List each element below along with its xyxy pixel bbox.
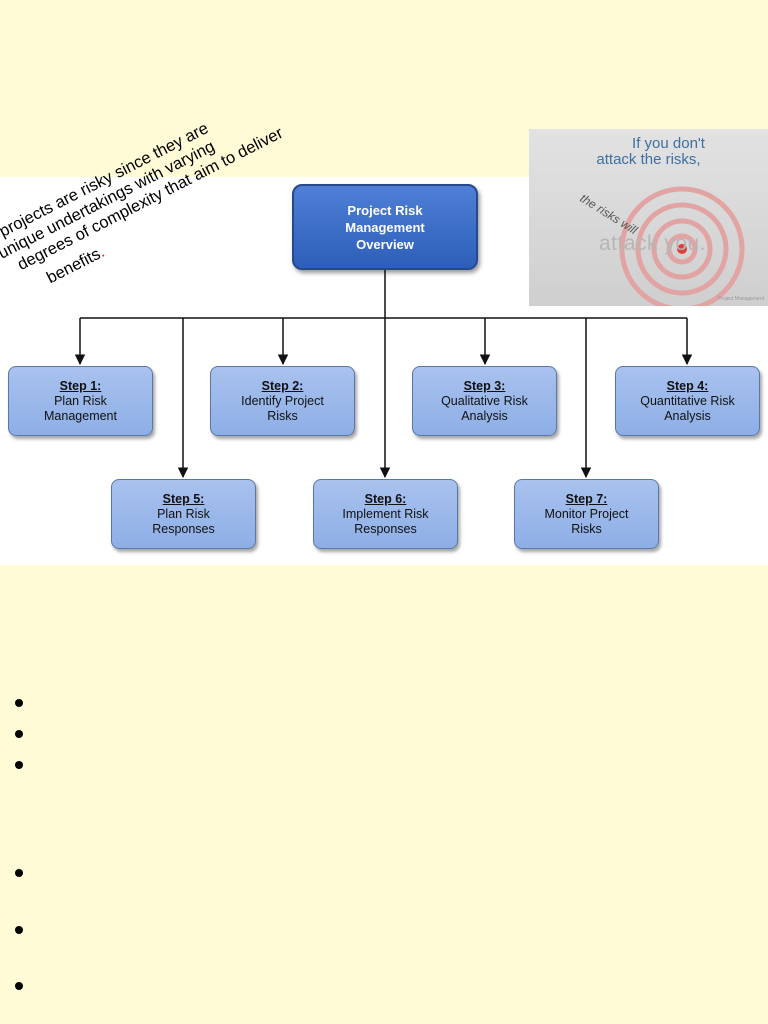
step-1-line-2: Management [44, 408, 117, 423]
list-bullet [15, 926, 23, 934]
step-1-node: Step 1: Plan Risk Management [8, 366, 153, 436]
step-3-title: Step 3: [463, 378, 506, 393]
step-3-node: Step 3: Qualitative Risk Analysis [412, 366, 557, 436]
step-6-line-1: Implement Risk [342, 506, 429, 521]
list-bullet [15, 699, 23, 707]
step-2-line-2: Risks [267, 408, 298, 423]
step-5-line-1: Plan Risk [157, 506, 210, 521]
step-7-line-1: Monitor Project [544, 506, 629, 521]
step-6-title: Step 6: [364, 491, 407, 506]
step-3-line-2: Analysis [461, 408, 508, 423]
step-2-line-1: Identify Project [241, 393, 324, 408]
step-7-line-2: Risks [571, 521, 602, 536]
step-4-line-2: Analysis [664, 408, 711, 423]
poster-line-2: attack the risks, [596, 151, 701, 168]
target-icon [619, 186, 745, 306]
list-bullet [15, 761, 23, 769]
risk-poster-image: If you don't attack the risks, the risks… [529, 129, 768, 306]
step-2-title: Step 2: [261, 378, 304, 393]
step-4-node: Step 4: Quantitative Risk Analysis [615, 366, 760, 436]
step-1-title: Step 1: [59, 378, 102, 393]
step-5-line-2: Responses [152, 521, 215, 536]
step-4-title: Step 4: [666, 378, 709, 393]
step-7-title: Step 7: [565, 491, 608, 506]
list-bullet [15, 730, 23, 738]
step-7-node: Step 7: Monitor Project Risks [514, 479, 659, 549]
step-6-line-2: Responses [354, 521, 417, 536]
root-line-1: Project Risk [347, 202, 423, 218]
poster-attack-text: attack you. [599, 232, 707, 255]
root-line-2: Management [345, 219, 425, 235]
step-1-line-1: Plan Risk [54, 393, 107, 408]
root-line-3: Overview [356, 236, 414, 252]
step-6-node: Step 6: Implement Risk Responses [313, 479, 458, 549]
step-5-node: Step 5: Plan Risk Responses [111, 479, 256, 549]
step-4-line-1: Quantitative Risk [640, 393, 735, 408]
step-5-title: Step 5: [162, 491, 205, 506]
root-node: Project Risk Management Overview [292, 184, 478, 270]
poster-line-1: If you don't [632, 135, 705, 152]
list-bullet [15, 982, 23, 990]
step-2-node: Step 2: Identify Project Risks [210, 366, 355, 436]
list-bullet [15, 869, 23, 877]
poster-credit: Project Management [717, 296, 764, 302]
step-3-line-1: Qualitative Risk [441, 393, 528, 408]
